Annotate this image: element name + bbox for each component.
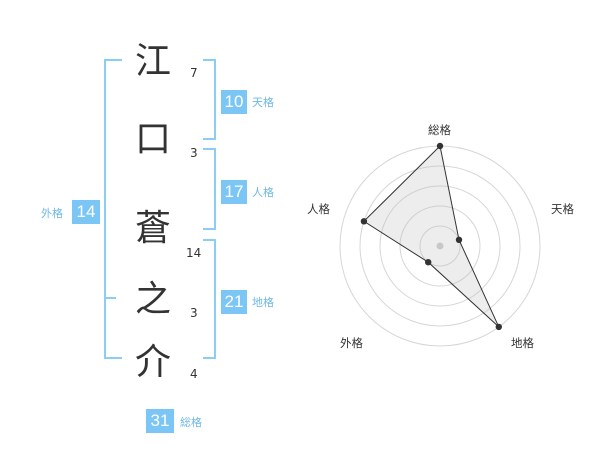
radar-point-3 — [495, 323, 502, 331]
radar-label-chikaku: 地格 — [511, 336, 534, 350]
jinkaku-value: 17 — [221, 180, 247, 204]
gaikaku-label: 外格 — [41, 207, 63, 220]
char-4-strokes: 3 — [190, 306, 198, 320]
char-2: 口 — [134, 119, 171, 160]
soukaku-label: 総格 — [180, 416, 202, 429]
radar-center-dot — [436, 242, 444, 250]
radar-area — [363, 144, 500, 328]
chikaku-value: 21 — [221, 290, 247, 314]
radar-point-4 — [425, 259, 432, 266]
gaikaku-value: 14 — [72, 200, 100, 224]
chikaku-bracket — [203, 239, 216, 359]
tenkaku-label: 天格 — [252, 96, 274, 109]
char-4: 之 — [134, 279, 171, 320]
char-2-strokes: 3 — [190, 146, 198, 160]
radar-label-jinkaku: 人格 — [307, 202, 330, 216]
tenkaku-bracket — [203, 59, 216, 140]
gaikaku-bracket-tick — [104, 297, 116, 299]
gaikaku-bracket — [104, 59, 122, 359]
char-1-strokes: 7 — [190, 66, 198, 80]
tenkaku-value: 10 — [221, 90, 247, 114]
radar-point-5 — [360, 218, 368, 225]
jinkaku-label: 人格 — [252, 186, 274, 199]
radar-label-gaikaku: 外格 — [340, 336, 363, 350]
radar-label-tenkaku: 天格 — [551, 202, 574, 216]
radar-label-soukaku: 総格 — [428, 123, 451, 137]
radar-ring-2 — [399, 205, 481, 287]
radar-point-2 — [455, 236, 463, 243]
radar-ring-4 — [359, 165, 521, 327]
char-3-strokes: 14 — [186, 246, 202, 260]
char-5-strokes: 4 — [190, 367, 198, 381]
char-3: 蒼 — [134, 208, 171, 249]
radar-point-1 — [436, 142, 444, 150]
soukaku-value: 31 — [146, 409, 174, 433]
char-5: 介 — [134, 342, 171, 383]
jinkaku-bracket — [203, 148, 216, 230]
radar-ring-1 — [419, 225, 461, 267]
char-1: 江 — [134, 41, 171, 82]
chikaku-label: 地格 — [252, 296, 274, 309]
radar-ring-3 — [379, 185, 501, 307]
